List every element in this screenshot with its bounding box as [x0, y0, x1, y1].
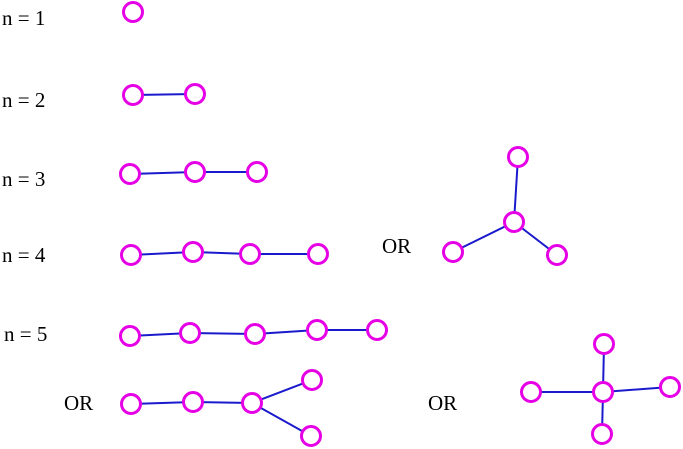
- atom-node: [182, 241, 204, 263]
- label-n1: n = 1: [2, 6, 45, 30]
- atom-node: [442, 241, 464, 263]
- atom-node: [366, 319, 388, 341]
- label-n2: n = 2: [2, 88, 45, 112]
- label-or-n5-star: OR: [428, 391, 457, 415]
- atom-node: [503, 211, 525, 233]
- atom-node: [120, 244, 142, 266]
- label-n3: n = 3: [2, 167, 45, 191]
- atom-node: [592, 381, 614, 403]
- atom-node: [307, 243, 329, 265]
- atom-node: [659, 376, 681, 398]
- atom-node: [119, 163, 141, 185]
- atom-node: [546, 244, 568, 266]
- atom-node: [244, 323, 266, 345]
- atom-node: [591, 423, 613, 445]
- atom-node: [184, 83, 206, 105]
- edge: [602, 386, 671, 393]
- atom-node: [182, 391, 204, 413]
- nodes-group: [119, 1, 681, 447]
- atom-node: [593, 333, 615, 355]
- atom-node: [239, 243, 261, 265]
- label-n4: n = 4: [2, 243, 46, 267]
- edge: [251, 402, 312, 437]
- atom-node: [241, 392, 263, 414]
- atom-node: [179, 322, 201, 344]
- atom-node: [520, 381, 542, 403]
- edge: [452, 221, 515, 253]
- edges-group: [129, 93, 671, 437]
- atom-node: [122, 84, 144, 106]
- atom-node: [507, 146, 529, 168]
- label-or-n5-branched: OR: [64, 391, 93, 415]
- atom-node: [122, 1, 144, 23]
- atom-node: [246, 161, 268, 183]
- atom-node: [120, 393, 142, 415]
- atom-node: [300, 425, 322, 447]
- atom-node: [119, 325, 141, 347]
- label-n5: n = 5: [4, 322, 47, 346]
- label-or-n3-branched: OR: [382, 234, 411, 258]
- atom-node: [184, 161, 206, 183]
- atom-node: [301, 369, 323, 391]
- atom-node: [306, 319, 328, 341]
